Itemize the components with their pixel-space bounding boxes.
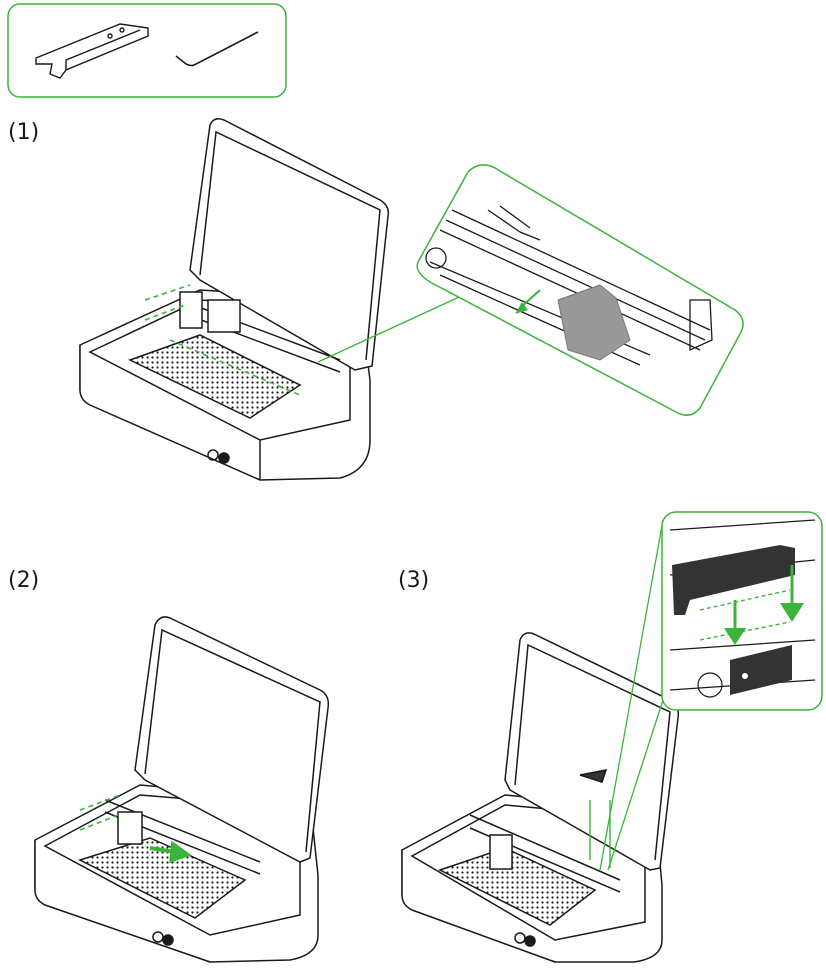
hex-key-icon <box>176 32 258 66</box>
zoom-callout-1 <box>417 165 743 415</box>
machine-step-3 <box>402 633 678 962</box>
zoom-callout-3 <box>662 512 822 710</box>
parts-box <box>8 4 286 97</box>
machine-step-1 <box>80 119 388 480</box>
machine-step-2 <box>35 617 328 962</box>
bracket-icon <box>36 24 148 78</box>
